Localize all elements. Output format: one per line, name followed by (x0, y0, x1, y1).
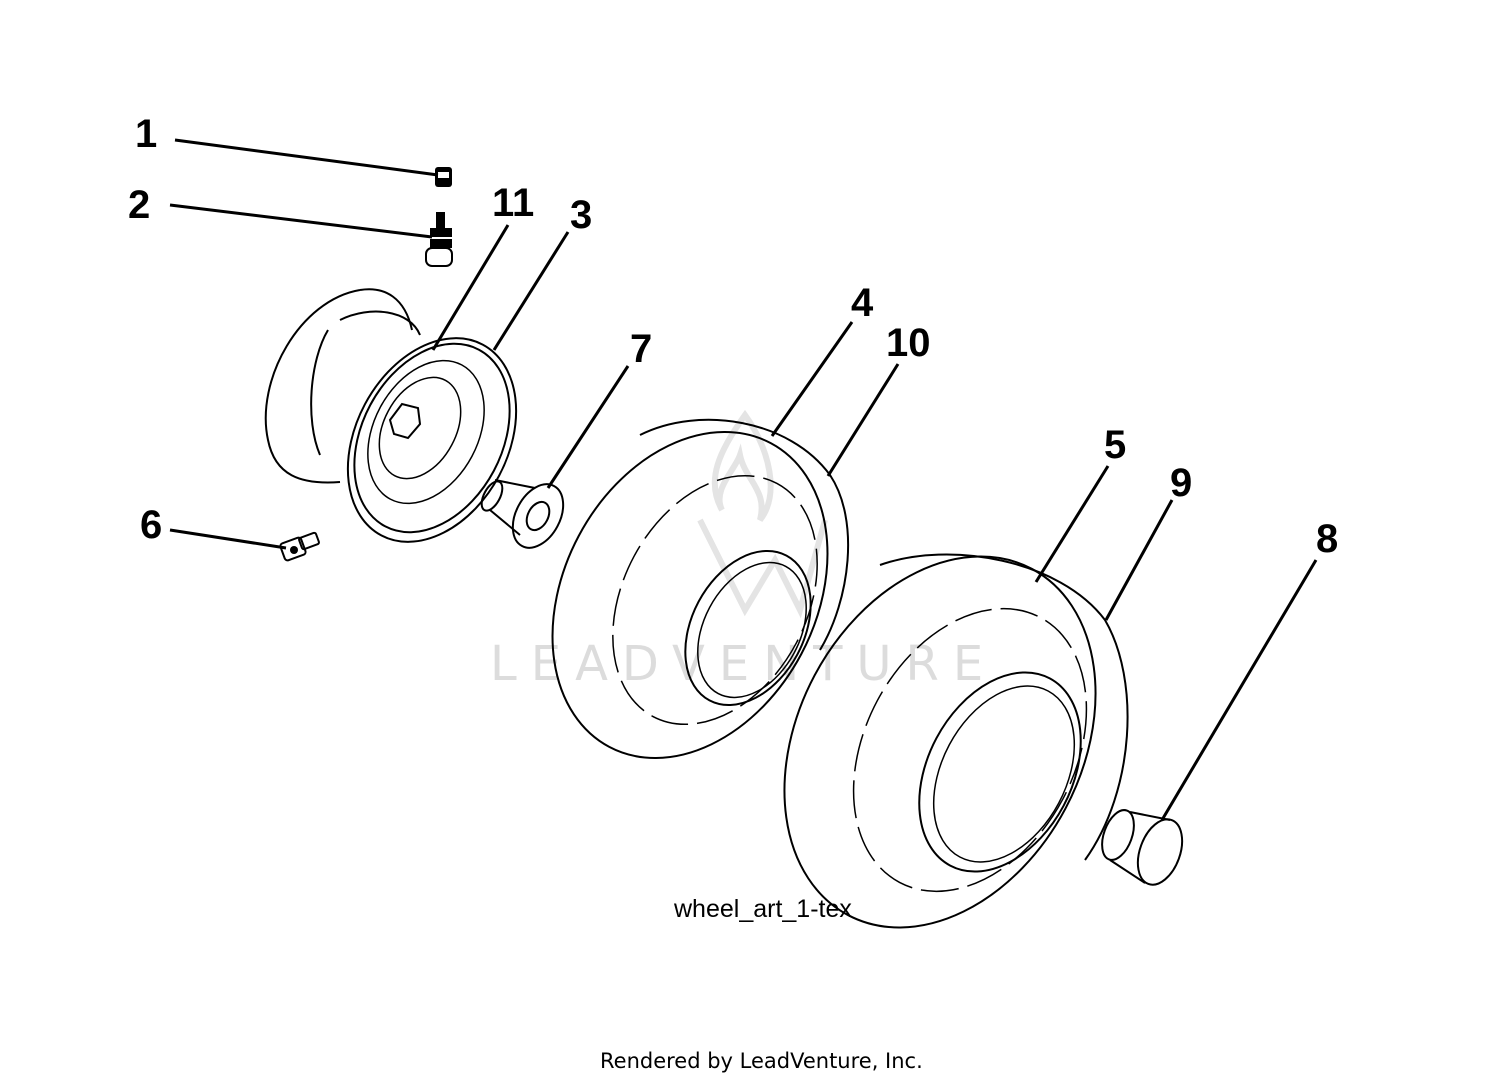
part-7-bushing (480, 479, 565, 549)
part-6-grease-fitting (279, 531, 320, 562)
leader-line-9 (1104, 499, 1174, 621)
leader-line-2 (169, 203, 433, 239)
leader-line-11 (431, 224, 510, 351)
callout-6: 6 (140, 503, 162, 547)
part-4-tire (551, 418, 850, 759)
leader-line-8 (1160, 559, 1318, 821)
part-8-hub-cap (1101, 809, 1184, 886)
part-2-valve-stem (425, 212, 453, 267)
footer-credit: Rendered by LeadVenture, Inc. (600, 1049, 923, 1073)
leader-line-4 (770, 321, 854, 437)
callout-9: 9 (1170, 461, 1192, 505)
leader-line-1 (174, 138, 439, 177)
part-3-rim-seal (346, 337, 518, 543)
part-1-valve-cap (435, 167, 452, 187)
leader-line-6 (169, 528, 287, 550)
leader-line-3 (492, 231, 570, 351)
leader-lines (169, 138, 1318, 821)
callout-4: 4 (851, 281, 874, 325)
callout-5: 5 (1104, 423, 1126, 467)
callouts: 1 2 3 4 5 6 7 8 9 10 11 (128, 112, 1338, 561)
callout-1: 1 (135, 112, 157, 156)
callout-11: 11 (492, 181, 534, 225)
callout-8: 8 (1316, 517, 1338, 561)
watermark-text: LEADVENTURE (490, 636, 997, 692)
art-label: wheel_art_1-tex (673, 895, 852, 923)
leader-line-5 (1034, 465, 1110, 583)
callout-3: 3 (570, 193, 592, 237)
callout-7: 7 (630, 327, 652, 371)
leader-line-7 (546, 365, 630, 489)
callout-10: 10 (886, 321, 931, 365)
part-11-rim (264, 288, 511, 534)
leadventure-watermark: LEADVENTURE (490, 409, 997, 692)
callout-2: 2 (128, 183, 150, 227)
part-5-tire (783, 553, 1129, 929)
leader-line-10 (826, 363, 900, 477)
